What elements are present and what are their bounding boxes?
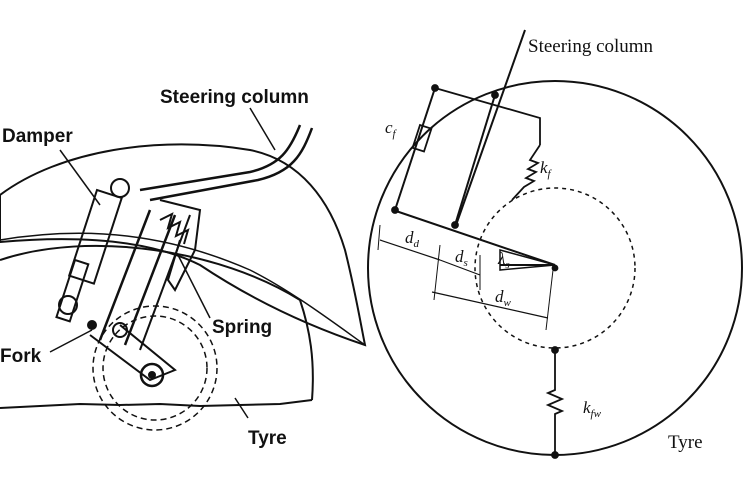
- dim-dw: [431, 291, 549, 319]
- spring-coil: [159, 212, 190, 245]
- damper-top-eye: [110, 178, 130, 198]
- wheel-rim-dashed: [102, 315, 208, 421]
- wheel-center: [551, 264, 559, 272]
- damper-bottom-eye: [58, 295, 78, 315]
- symbol-kf: kf: [540, 158, 553, 180]
- wheel-dashed-circle: [474, 187, 636, 349]
- label-tyre-right: Tyre: [668, 432, 703, 453]
- symbol-dd: dd: [405, 228, 420, 250]
- damper-body: [67, 188, 123, 285]
- spring-bracket: [159, 199, 202, 292]
- left-panel: [0, 107, 367, 431]
- label-spring: Spring: [212, 317, 272, 338]
- fairing-lower-edge: [0, 232, 366, 346]
- spring-leader: [177, 254, 211, 319]
- dim-dd: [379, 239, 441, 261]
- label-steering-column-left: Steering column: [160, 87, 309, 108]
- tyre-leader: [234, 397, 249, 419]
- steering-axis: [454, 29, 526, 229]
- symbol-lambda: λs: [497, 249, 510, 271]
- symbol-cf: cf: [385, 118, 398, 140]
- ground-line: [0, 399, 313, 409]
- spring-kfw: [545, 350, 565, 455]
- damper-leader: [59, 149, 101, 206]
- symbol-kfw: kfw: [583, 398, 602, 420]
- offset-triangle: [499, 249, 556, 271]
- frame-top: [434, 87, 541, 145]
- wheel-hub: [139, 362, 165, 388]
- damper-cf: [411, 123, 433, 153]
- label-tyre-left: Tyre: [248, 428, 287, 449]
- steering-column-tube: [139, 124, 302, 192]
- right-panel: [367, 29, 743, 459]
- dim-ds: [439, 259, 481, 276]
- tyre-arc: [0, 244, 314, 401]
- frame-inner: [454, 94, 496, 226]
- label-steering-column-right: Steering column: [528, 36, 654, 57]
- symbol-ds: ds: [455, 247, 468, 269]
- spring-kf: [511, 144, 541, 201]
- fork-leader: [49, 329, 93, 353]
- label-damper: Damper: [2, 126, 73, 147]
- fork-leg-left: [98, 209, 152, 341]
- fork-pivot: [112, 322, 128, 338]
- label-fork: Fork: [0, 346, 42, 367]
- fork-leg-right: [123, 214, 177, 346]
- fairing-outline: [0, 143, 367, 347]
- symbol-dw: dw: [495, 287, 512, 309]
- steering-column-leader: [249, 107, 276, 151]
